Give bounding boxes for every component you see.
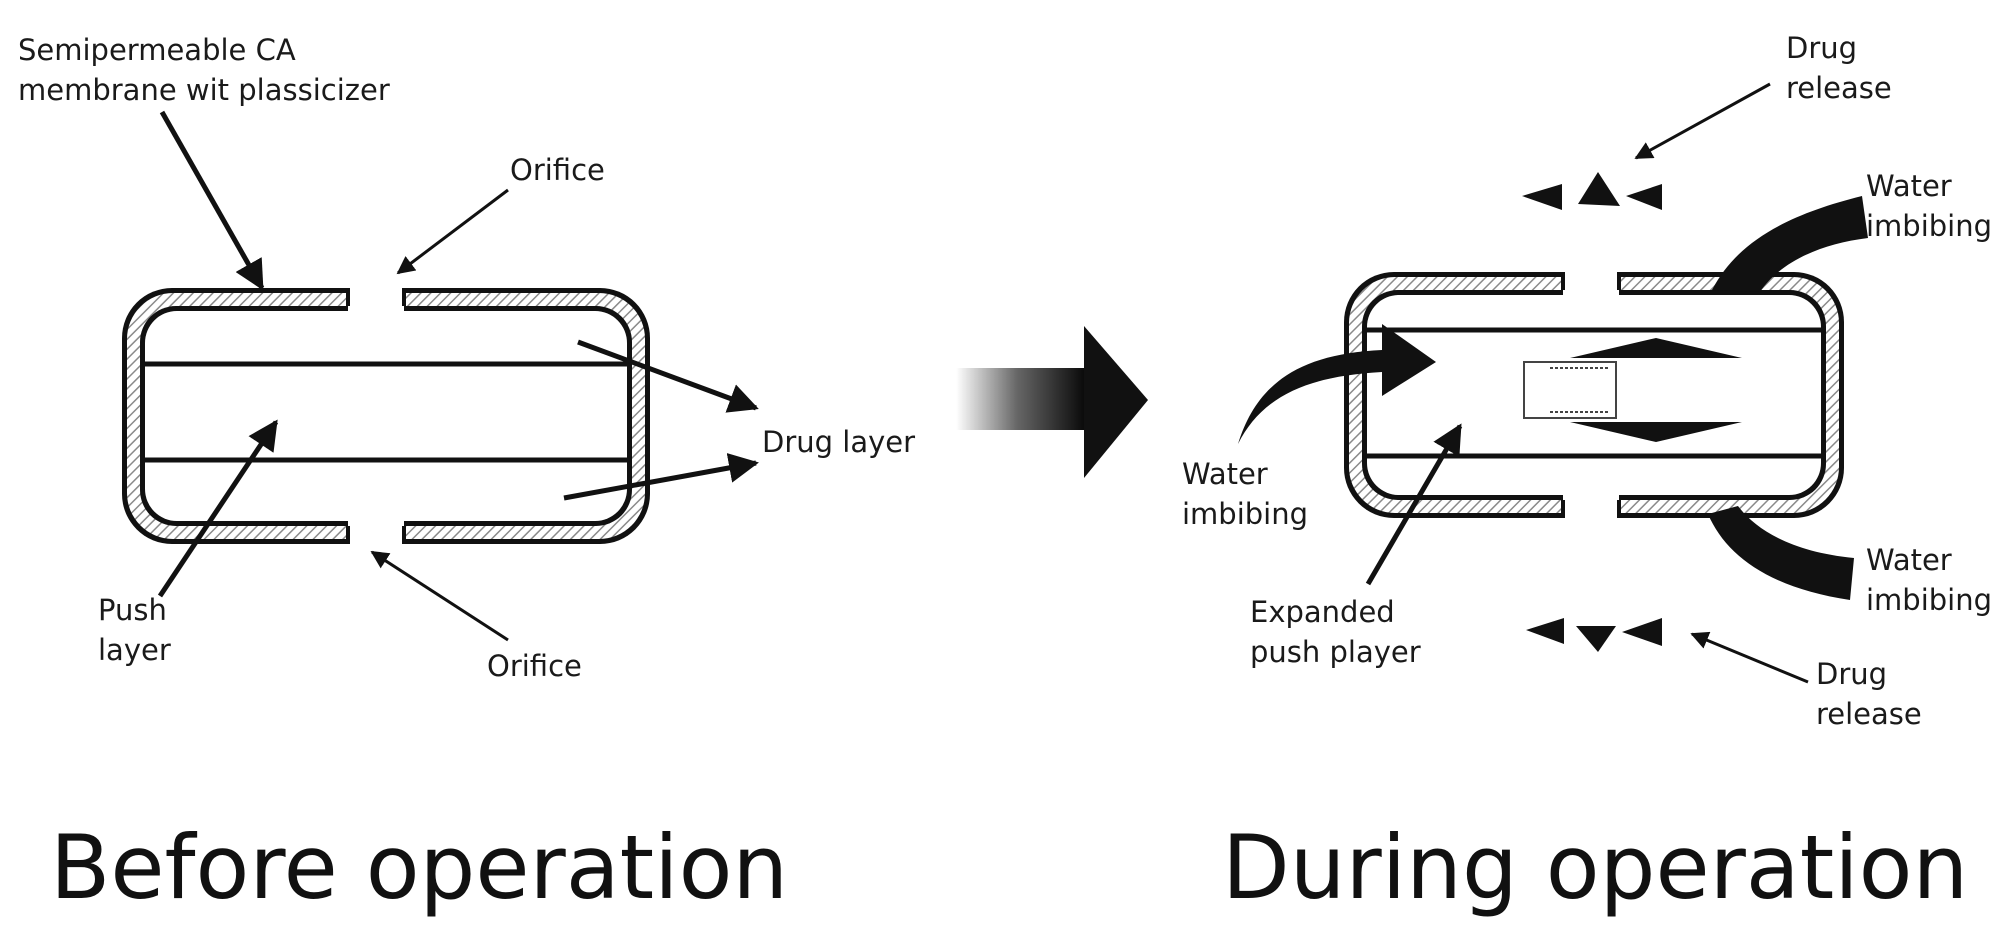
caption-before: Before operation <box>50 816 788 919</box>
water-arrows <box>1238 196 1868 600</box>
label-drug-release-top-line-2: release <box>1786 71 1892 105</box>
expansion-box <box>1523 361 1617 419</box>
label-water-left-line-2: imbibing <box>1182 497 1308 531</box>
drug-release-bottom <box>1526 618 1662 652</box>
label-water-bottom-right-line-1: Water <box>1866 543 1952 577</box>
label-water-top-right-line-1: Water <box>1866 169 1952 203</box>
pointer-drug-layer-bottom <box>563 453 759 501</box>
pointer-push-layer <box>157 419 279 598</box>
pointer-membrane <box>159 110 265 291</box>
expansion-arrow-up-icon <box>1570 338 1742 358</box>
label-membrane-line-1: Semipermeable CA <box>18 33 296 67</box>
drug-particle-icon <box>1522 184 1562 210</box>
label-water-left-line-1: Water <box>1182 457 1268 491</box>
label-push-line-1: Push <box>98 593 167 627</box>
label-expanded-line-2: push player <box>1250 635 1421 669</box>
label-drug-release-bottom-line-2: release <box>1816 697 1922 731</box>
water-arrow-bottom-right-icon <box>1708 506 1854 600</box>
label-water-bottom-right-line-2: imbibing <box>1866 583 1992 617</box>
pointer-drug-release-bottom <box>1690 631 1809 684</box>
water-arrow-top-right-icon <box>1712 196 1868 292</box>
drug-particle-icon <box>1526 618 1564 644</box>
drug-particle-icon <box>1576 626 1616 652</box>
drug-release-top <box>1522 172 1662 210</box>
label-membrane-line-2: membrane wit plassicizer <box>18 73 390 107</box>
pointer-orifice-top <box>396 188 509 275</box>
labels-during: Drug release Water imbibing Water imbibi… <box>1182 31 1992 731</box>
pointer-expanded-push-layer <box>1365 423 1463 586</box>
pointers-before <box>157 110 759 642</box>
drug-particle-icon <box>1578 172 1620 206</box>
label-drug-release-top-line-1: Drug <box>1786 31 1857 65</box>
labels-before: Semipermeable CA membrane wit plassicize… <box>18 33 915 683</box>
water-arrow-left-icon <box>1238 324 1436 444</box>
transition-arrow-head <box>1084 326 1148 478</box>
label-drug-layer: Drug layer <box>762 425 915 459</box>
pointer-drug-layer-top <box>577 339 759 413</box>
pointers-during <box>1365 82 1809 684</box>
transition-arrow-tail <box>956 368 1092 430</box>
expansion-arrow-down-icon <box>1570 422 1742 442</box>
caption-during: During operation <box>1222 816 1968 919</box>
label-water-top-right-line-2: imbibing <box>1866 209 1992 243</box>
drug-particle-icon <box>1626 184 1662 210</box>
expansion-indicator <box>1523 338 1742 442</box>
pointer-orifice-bottom <box>370 550 509 642</box>
label-orifice-bottom: Orifice <box>487 649 582 683</box>
label-orifice-top: Orifice <box>510 153 605 187</box>
capsule-before <box>122 288 650 544</box>
capsule-during <box>1344 272 1844 518</box>
core <box>145 311 627 521</box>
label-drug-release-bottom-line-1: Drug <box>1816 657 1887 691</box>
transition-arrow <box>956 326 1148 478</box>
label-push-line-2: layer <box>98 633 171 667</box>
core <box>1367 295 1821 495</box>
label-expanded-line-1: Expanded <box>1250 595 1395 629</box>
drug-particle-icon <box>1622 618 1662 646</box>
pointer-drug-release-top <box>1634 82 1771 160</box>
